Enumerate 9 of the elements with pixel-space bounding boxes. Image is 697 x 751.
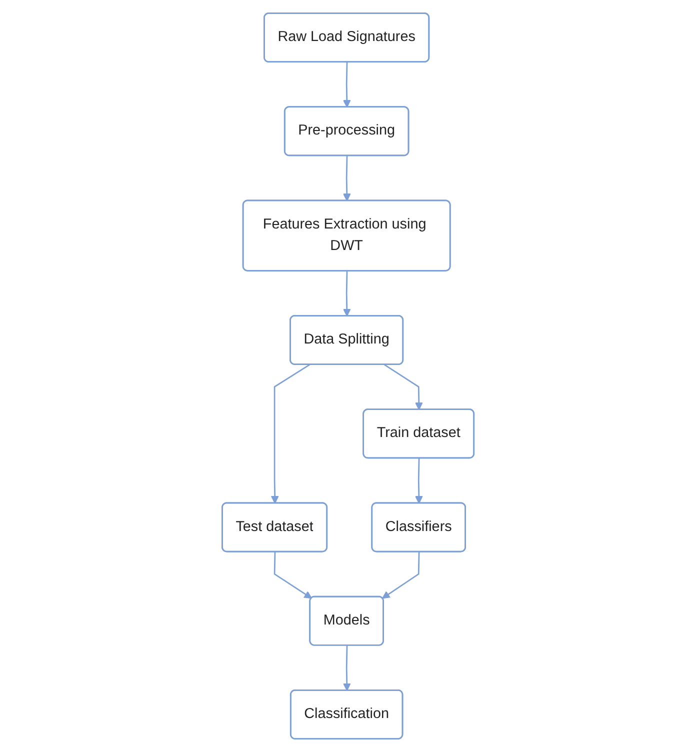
arrow — [343, 270, 352, 316]
arrow — [274, 551, 312, 598]
arrow — [343, 155, 352, 201]
arrow — [384, 364, 424, 410]
arrow — [271, 364, 310, 504]
arrow — [382, 551, 420, 598]
arrow — [343, 62, 352, 108]
arrow — [415, 458, 424, 504]
arrow — [343, 645, 352, 690]
